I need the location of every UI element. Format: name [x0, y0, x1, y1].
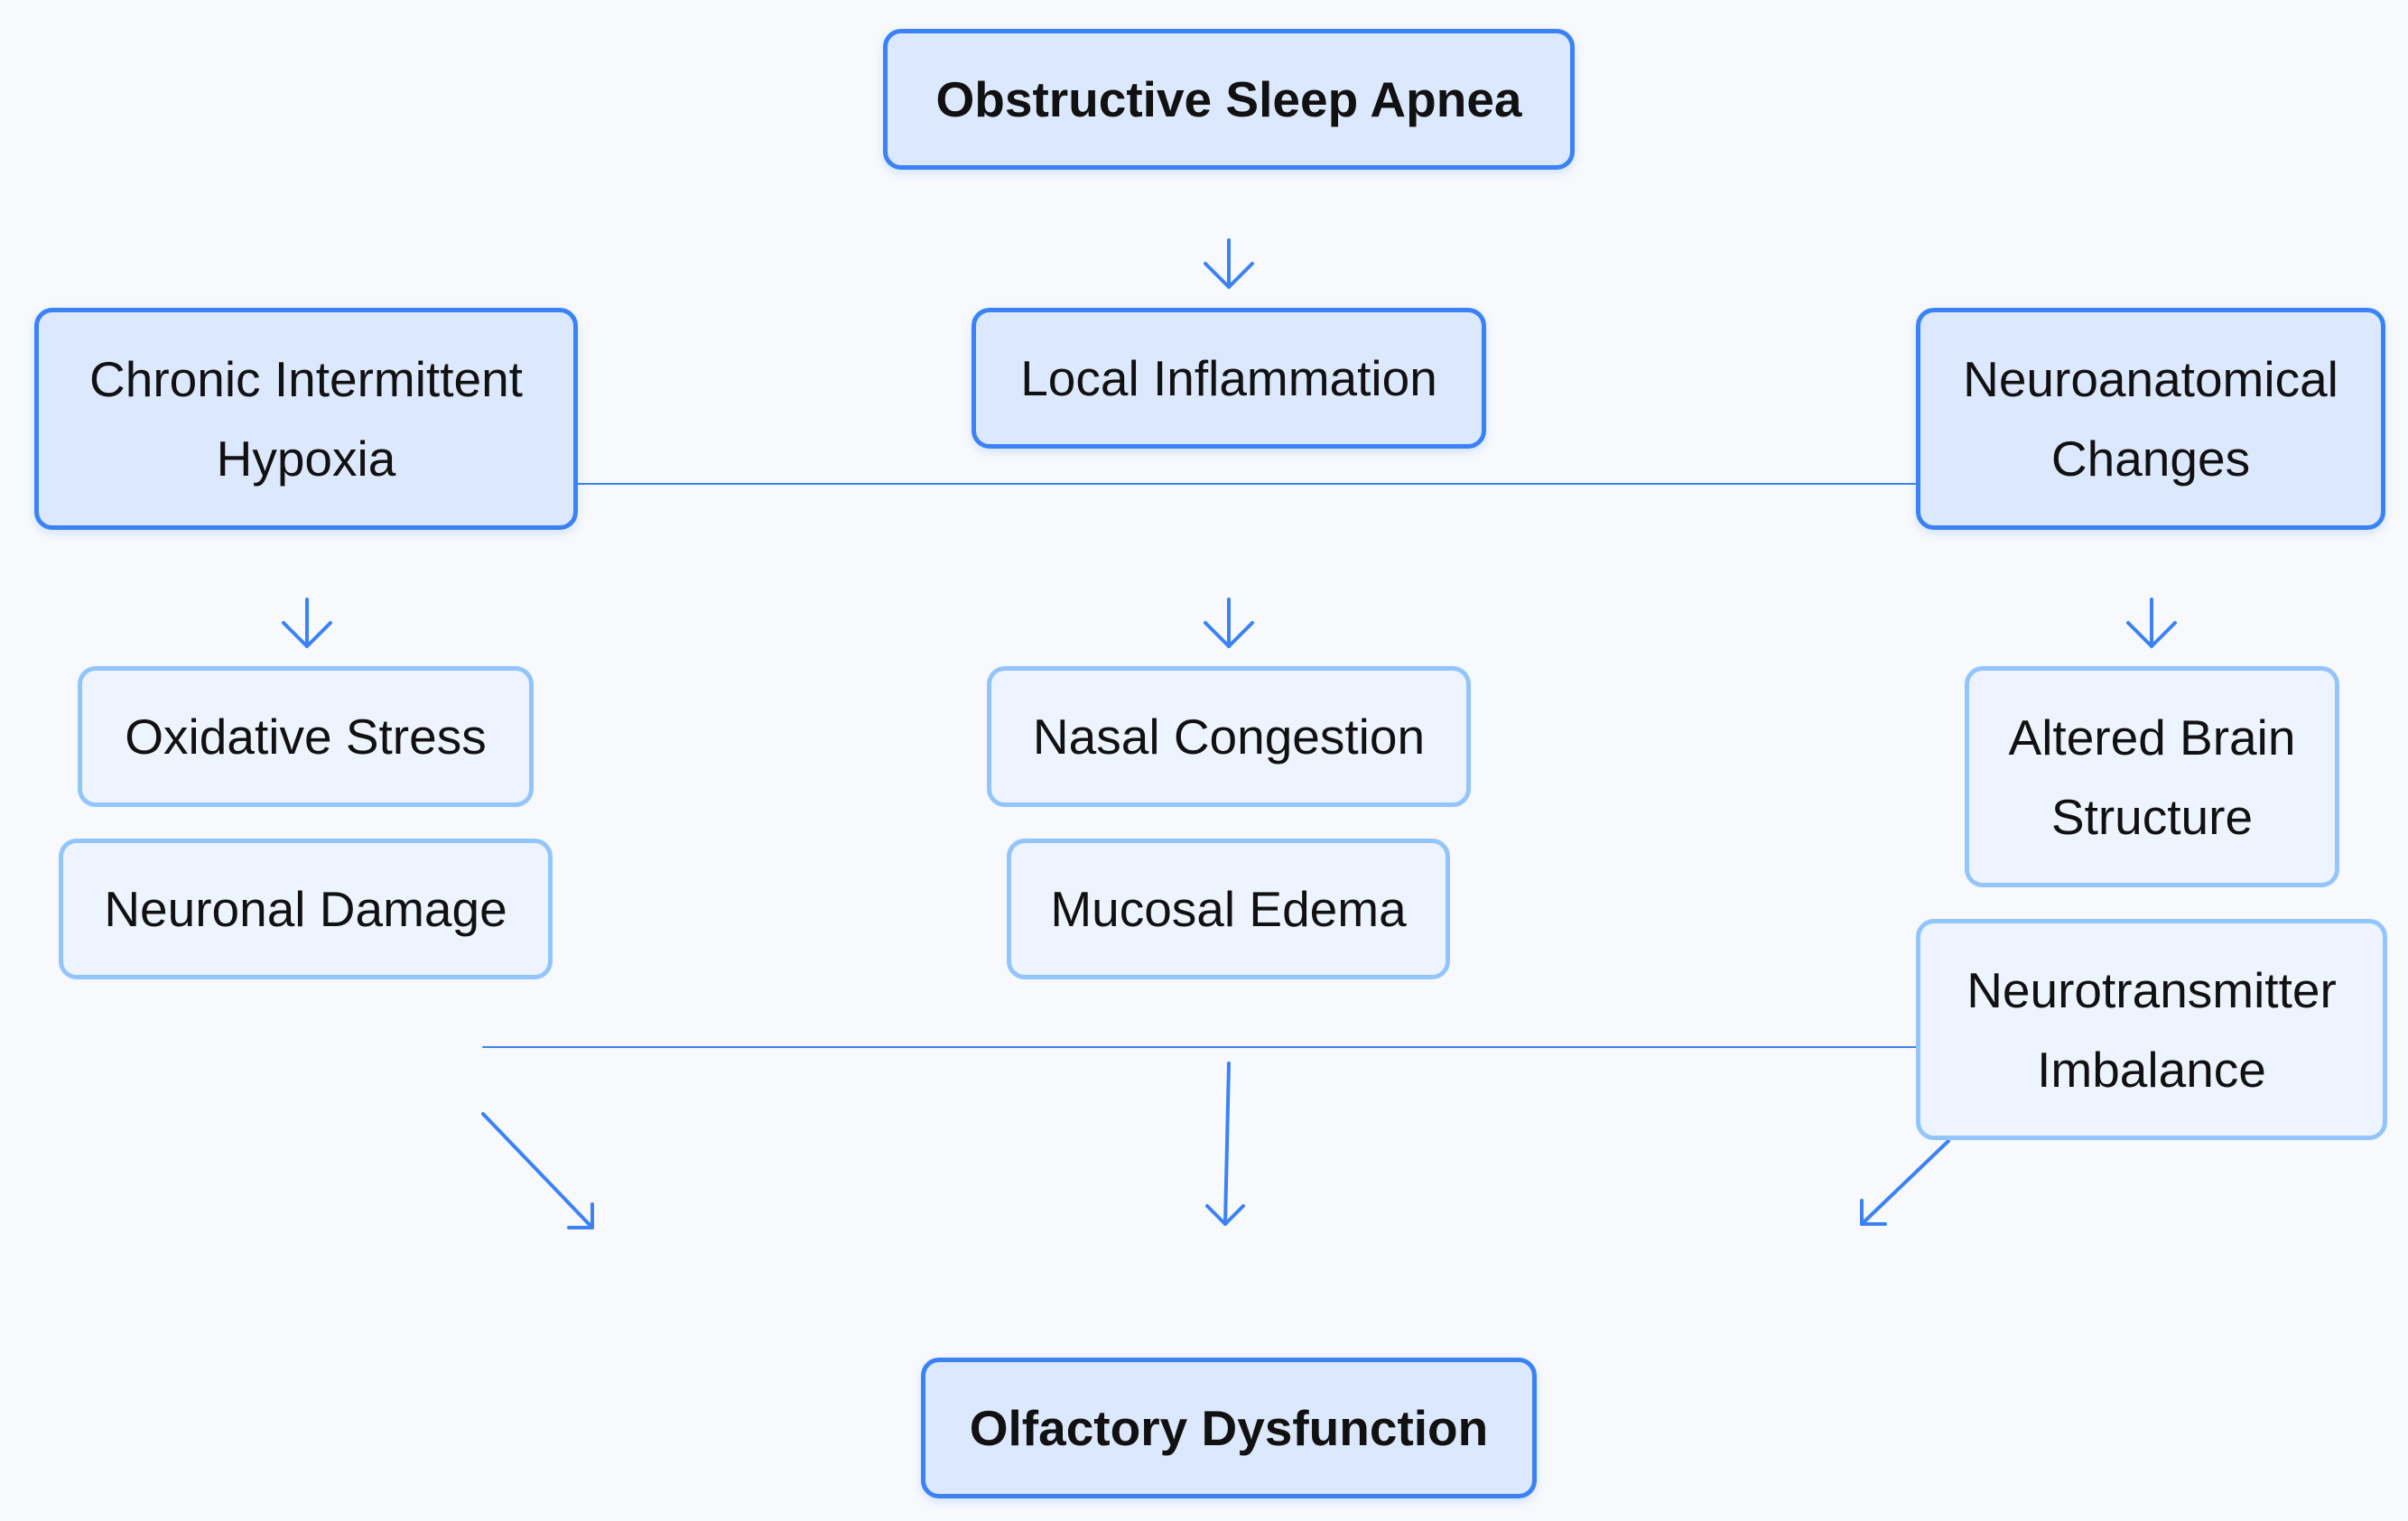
- node-neuroanatomical-changes: Neuroanatomical Changes: [1916, 308, 2385, 530]
- node-label-line-2: Hypoxia: [216, 431, 396, 487]
- arrow-inflammation-to-nasal: [1204, 598, 1254, 648]
- node-label-line-1: Neurotransmitter: [1966, 961, 2337, 1018]
- node-local-inflammation: Local Inflammation: [972, 308, 1486, 449]
- node-obstructive-sleep-apnea: Obstructive Sleep Apnea: [883, 29, 1575, 170]
- node-label-line-1: Neuroanatomical: [1963, 351, 2338, 407]
- node-label: Oxidative Stress: [125, 709, 487, 765]
- node-label: Obstructive Sleep Apnea: [935, 71, 1522, 127]
- node-label-line-2: Changes: [2050, 431, 2251, 487]
- node-label-line-1: Chronic Intermittent: [89, 351, 523, 407]
- node-label-line-2: Structure: [2050, 788, 2254, 845]
- node-chronic-intermittent-hypoxia: Chronic Intermittent Hypoxia: [34, 308, 578, 530]
- arrow-neuro-to-brain: [2126, 598, 2177, 648]
- arrow-hypoxia-to-oxidative: [282, 598, 332, 648]
- node-nasal-congestion: Nasal Congestion: [987, 666, 1471, 807]
- node-neuronal-damage: Neuronal Damage: [59, 839, 553, 979]
- node-oxidative-stress: Oxidative Stress: [78, 666, 534, 807]
- node-label: Nasal Congestion: [1032, 709, 1426, 765]
- node-olfactory-dysfunction: Olfactory Dysfunction: [921, 1358, 1537, 1498]
- node-label: Neuronal Damage: [104, 881, 507, 937]
- node-label: Local Inflammation: [1020, 350, 1437, 406]
- node-label-line-2: Imbalance: [2037, 1041, 2266, 1098]
- node-altered-brain-structure: Altered Brain Structure: [1965, 666, 2339, 887]
- arrow-center-to-outcome: [1205, 1062, 1245, 1226]
- node-neurotransmitter-imbalance: Neurotransmitter Imbalance: [1916, 919, 2387, 1140]
- node-label: Olfactory Dysfunction: [969, 1400, 1489, 1456]
- node-label-line-1: Altered Brain: [2008, 709, 2296, 765]
- arrow-root-to-inflammation: [1204, 238, 1254, 289]
- node-label: Mucosal Edema: [1050, 881, 1407, 937]
- arrow-left-to-outcome: [481, 1112, 594, 1229]
- arrow-right-to-outcome: [1860, 1139, 1950, 1226]
- node-mucosal-edema: Mucosal Edema: [1007, 839, 1450, 979]
